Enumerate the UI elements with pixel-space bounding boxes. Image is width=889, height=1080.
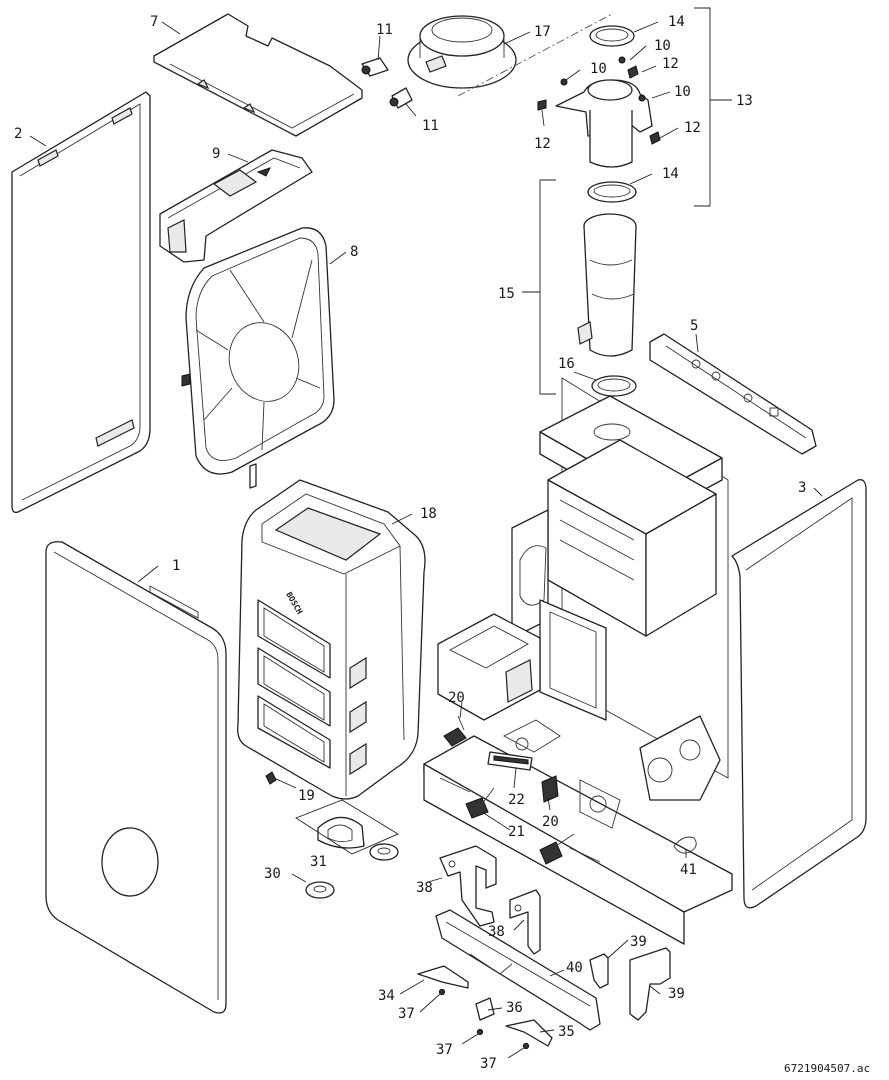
callout-14-top: 14 bbox=[668, 14, 685, 30]
callout-36: 36 bbox=[506, 1000, 523, 1016]
part-3-right-side-panel bbox=[731, 479, 867, 909]
part-20-sensor-a bbox=[443, 715, 467, 747]
part-31-seal-set bbox=[295, 799, 399, 861]
part-34-clip bbox=[417, 965, 469, 989]
part-2-left-side-panel bbox=[11, 91, 151, 514]
part-15-flue-pipe bbox=[522, 179, 637, 395]
callout-35: 35 bbox=[558, 1024, 575, 1040]
part-5-mounting-rail bbox=[649, 333, 817, 455]
callout-3: 3 bbox=[798, 480, 806, 496]
callout-22: 22 bbox=[508, 792, 525, 808]
callout-31: 31 bbox=[310, 854, 327, 870]
callout-12-top: 12 bbox=[662, 56, 679, 72]
part-39-bracket-b bbox=[629, 947, 671, 1021]
part-1-front-panel bbox=[45, 541, 227, 1014]
part-37-screws bbox=[438, 988, 530, 1050]
callout-9: 9 bbox=[212, 146, 220, 162]
part-38-bracket-b bbox=[509, 889, 541, 955]
part-36-grommet bbox=[475, 997, 495, 1021]
callout-1: 1 bbox=[172, 558, 180, 574]
callout-19: 19 bbox=[298, 788, 315, 804]
part-13-flue-group bbox=[537, 7, 732, 207]
callout-41: 41 bbox=[680, 862, 697, 878]
callout-30: 30 bbox=[264, 866, 281, 882]
callout-37-c: 37 bbox=[480, 1056, 497, 1072]
callout-11-bottom: 11 bbox=[422, 118, 439, 134]
part-41-clip bbox=[673, 836, 697, 854]
callout-11-top: 11 bbox=[376, 22, 393, 38]
callout-12-left: 12 bbox=[534, 136, 551, 152]
callout-20-upper: 20 bbox=[448, 690, 465, 706]
part-39-bracket-a bbox=[589, 953, 609, 989]
callout-12-right: 12 bbox=[684, 120, 701, 136]
part-7-top-cover bbox=[153, 13, 363, 137]
callout-16: 16 bbox=[558, 356, 575, 372]
part-30-washer bbox=[305, 881, 335, 899]
part-18-control-unit: BOSCH bbox=[237, 479, 426, 800]
part-40-support-rail bbox=[435, 909, 601, 1031]
part-21-sensor bbox=[465, 787, 575, 865]
callout-8: 8 bbox=[350, 244, 358, 260]
part-11-test-nipples bbox=[361, 57, 413, 109]
callout-15: 15 bbox=[498, 286, 515, 302]
callout-37-a: 37 bbox=[398, 1006, 415, 1022]
callout-37-b: 37 bbox=[436, 1042, 453, 1058]
leader-lines bbox=[29, 21, 823, 1059]
part-38-bracket-a bbox=[439, 845, 497, 927]
callout-2: 2 bbox=[14, 126, 22, 142]
callout-21: 21 bbox=[508, 824, 525, 840]
assembly-axis bbox=[457, 13, 613, 97]
callout-17: 17 bbox=[534, 24, 551, 40]
part-16-seal bbox=[591, 375, 637, 397]
callout-7: 7 bbox=[150, 14, 158, 30]
callout-38-b: 38 bbox=[488, 924, 505, 940]
callout-13: 13 bbox=[736, 93, 753, 109]
callout-10-top: 10 bbox=[654, 38, 671, 54]
callout-14-mid: 14 bbox=[662, 166, 679, 182]
part-19-screw bbox=[265, 771, 277, 785]
document-reference: 6721904507.ac bbox=[784, 1062, 870, 1075]
callout-18: 18 bbox=[420, 506, 437, 522]
callout-20-lower: 20 bbox=[542, 814, 559, 830]
part-9-holder bbox=[159, 149, 313, 263]
callout-labels: 1 2 3 5 7 8 9 10 10 10 11 11 12 12 12 13… bbox=[14, 14, 806, 1072]
callout-10-right: 10 bbox=[674, 84, 691, 100]
part-8-expansion-vessel bbox=[181, 227, 335, 489]
callout-38-a: 38 bbox=[416, 880, 433, 896]
callout-34: 34 bbox=[378, 988, 395, 1004]
callout-5: 5 bbox=[690, 318, 698, 334]
callout-10-left: 10 bbox=[590, 61, 607, 77]
part-20-sensor-b bbox=[541, 775, 559, 803]
callout-39-b: 39 bbox=[668, 986, 685, 1002]
callout-40: 40 bbox=[566, 960, 583, 976]
part-35-clip bbox=[505, 1019, 553, 1047]
part-22-pcb-strip bbox=[487, 751, 533, 771]
part-17-flue-adapter bbox=[407, 15, 517, 89]
callout-39-a: 39 bbox=[630, 934, 647, 950]
